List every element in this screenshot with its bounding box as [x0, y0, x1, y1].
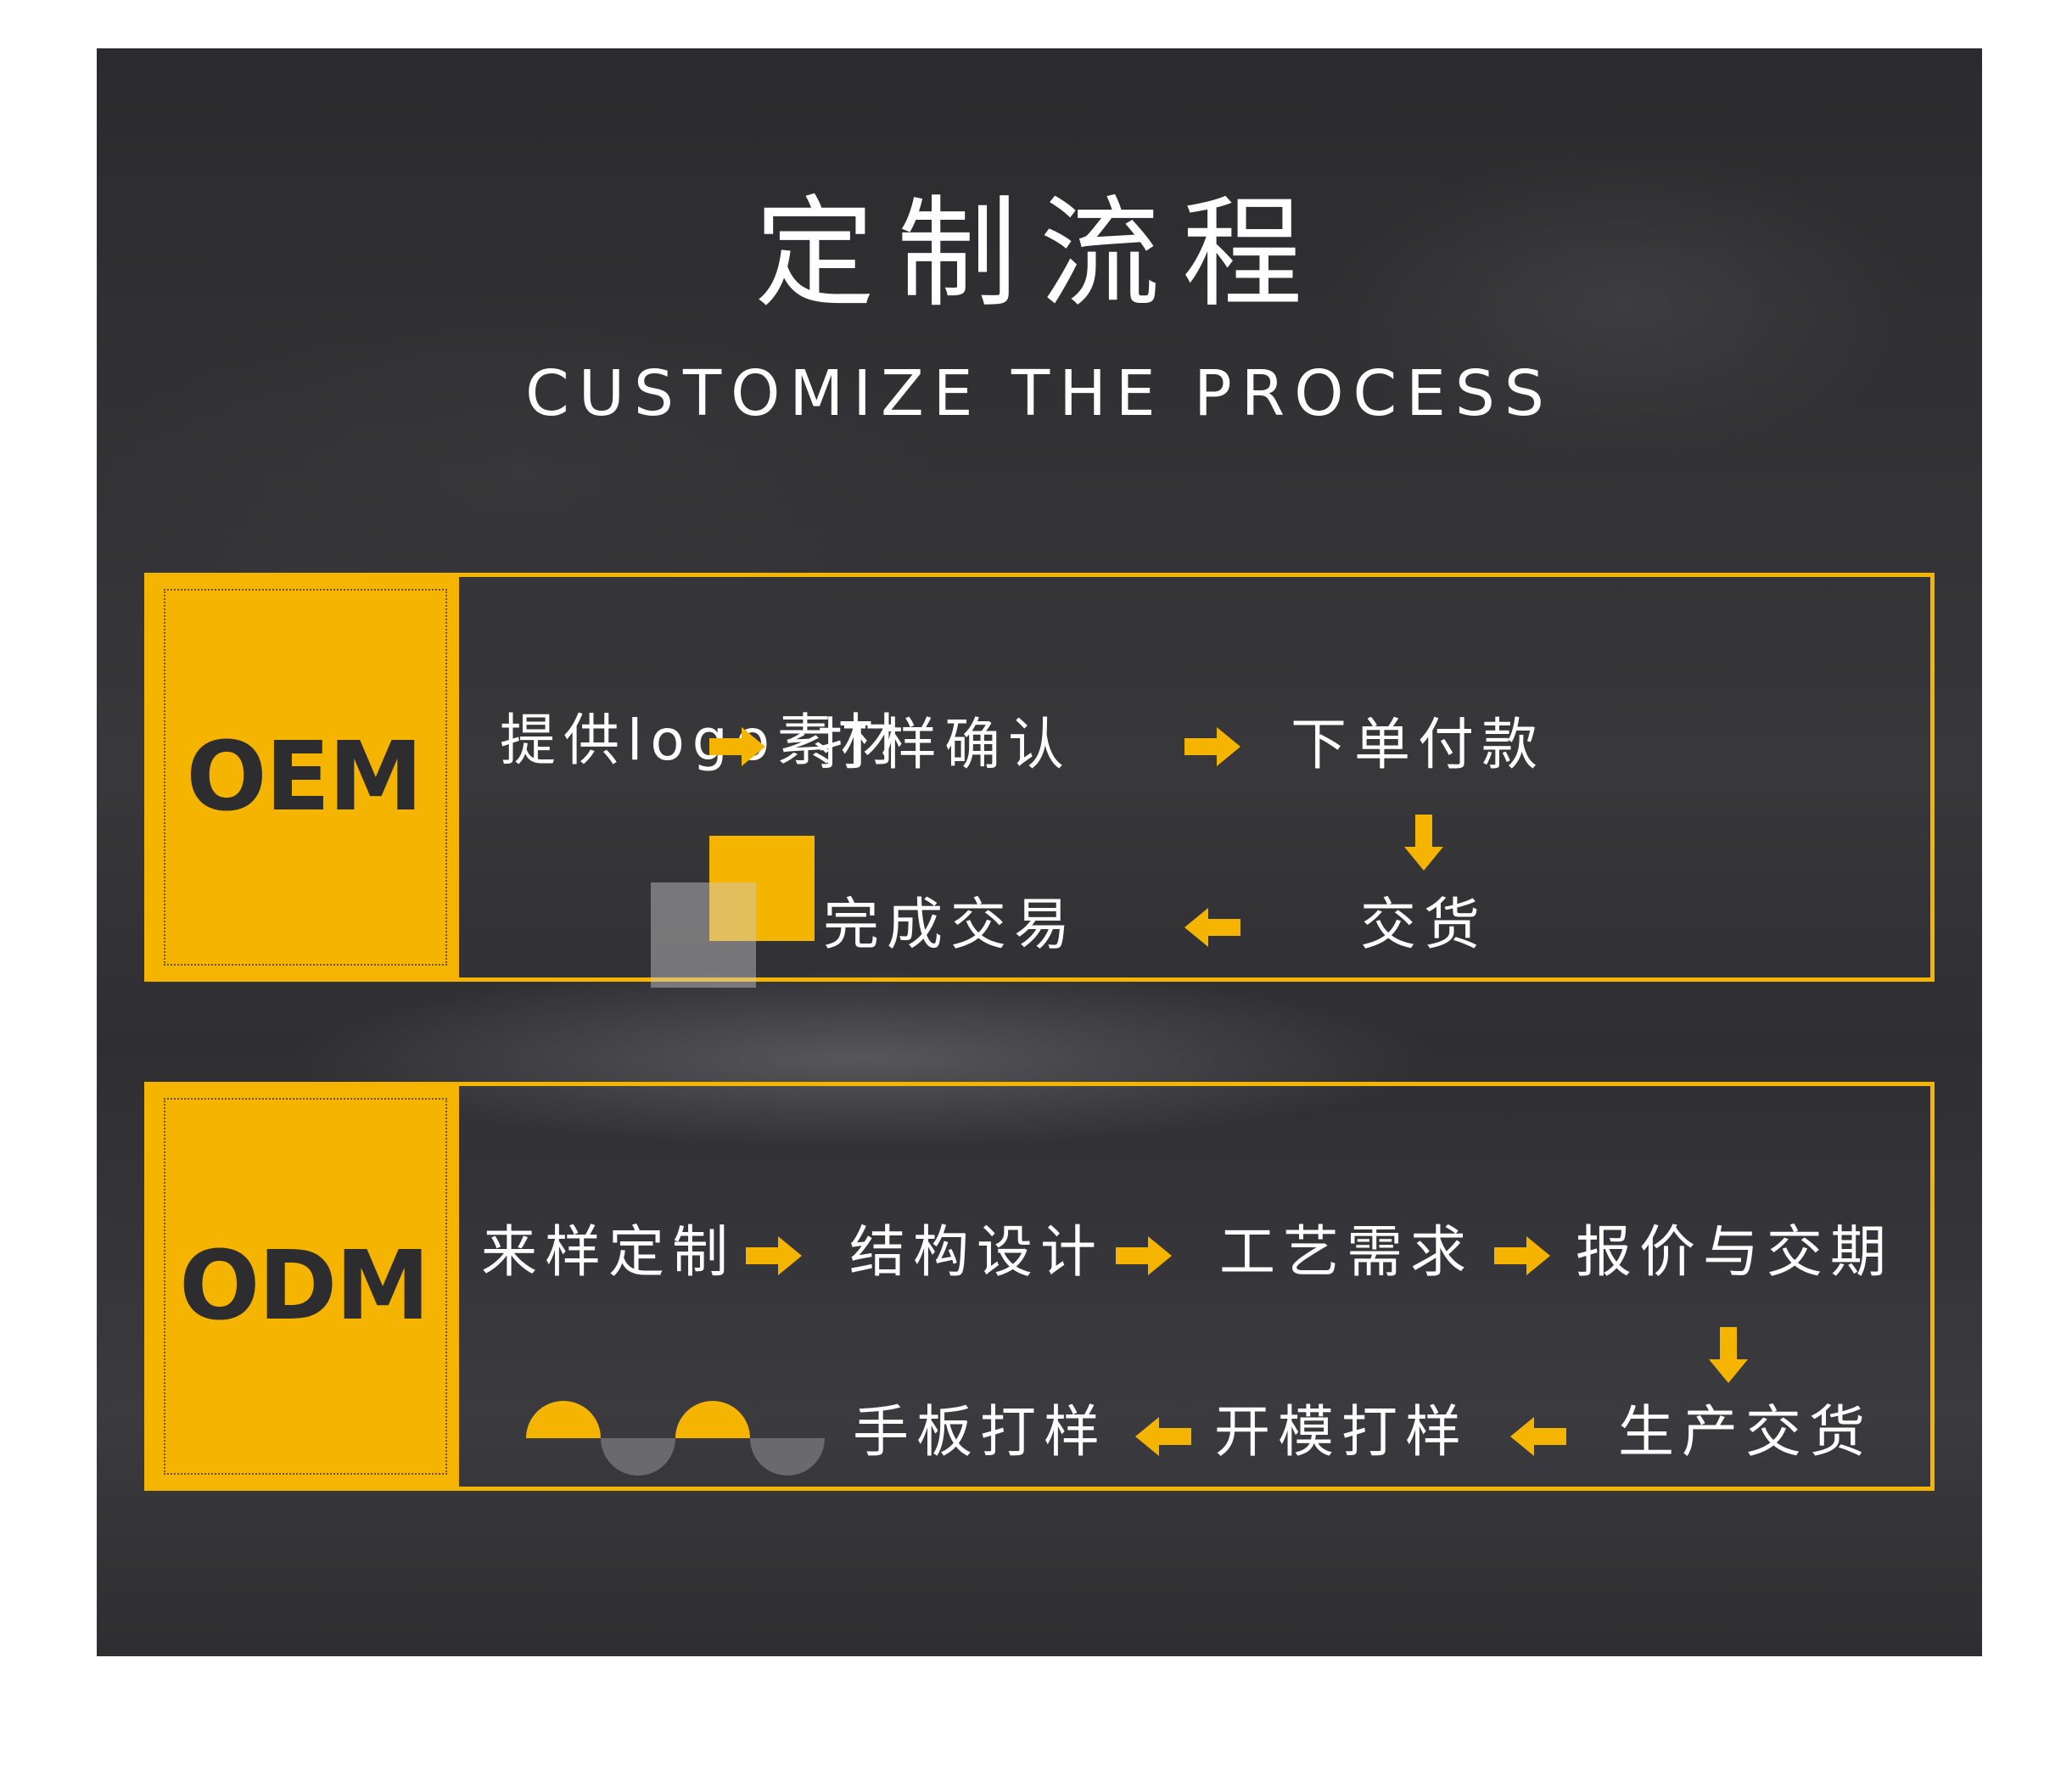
arrow-right-icon	[746, 1236, 802, 1275]
oem-step-order-payment: 下单付款	[1291, 712, 1545, 777]
oem-label: OEM	[186, 722, 423, 832]
oem-badge: OEM	[148, 577, 459, 977]
odm-step-quote-delivery-date: 报价与交期	[1576, 1219, 1894, 1285]
odm-step-structure-design: 结构设计	[849, 1219, 1104, 1285]
odm-step-production-delivery: 生产交货	[1618, 1399, 1873, 1465]
oem-step-complete-deal: 完成交易	[823, 892, 1078, 957]
gray-square-decoration	[651, 882, 756, 988]
odm-badge-dotted-border	[164, 1098, 447, 1475]
oem-section: OEM 提供logo素材 打样确认 下单付款 交货 完成交易	[144, 573, 1935, 988]
oem-badge-dotted-border	[164, 589, 447, 966]
yellow-square-decoration	[709, 836, 815, 941]
arrow-right-icon	[1494, 1236, 1550, 1275]
arrow-left-icon	[1135, 1417, 1191, 1456]
odm-label: ODM	[179, 1231, 430, 1341]
arrow-down-icon	[1709, 1327, 1748, 1383]
oem-step-sample-confirm: 打样确认	[817, 712, 1072, 777]
arrow-left-icon	[1184, 908, 1240, 947]
arrow-left-icon	[1510, 1417, 1566, 1456]
process-panel: 定制流程 CUSTOMIZE THE PROCESS OEM 提供logo素材 …	[97, 48, 1982, 1656]
odm-section: ODM 来样定制 结构设计 工艺需求 报价与交期 生产交货 开模打样 手板打样	[144, 1082, 1935, 1491]
page-subtitle: CUSTOMIZE THE PROCESS	[525, 357, 1554, 430]
oem-step-delivery: 交货	[1360, 892, 1487, 957]
odm-badge: ODM	[148, 1086, 459, 1487]
arrow-right-icon	[1116, 1236, 1172, 1275]
oem-step-provide-logo: 提供logo素材	[500, 708, 904, 773]
odm-step-prototype-sample: 手板打样	[853, 1399, 1107, 1465]
arrow-down-icon	[1404, 815, 1443, 871]
odm-step-craft-requirements: 工艺需求	[1219, 1219, 1474, 1285]
semicircle-wave-decoration	[526, 1401, 825, 1476]
odm-step-mold-sample: 开模打样	[1214, 1399, 1469, 1465]
arrow-right-icon	[709, 727, 765, 766]
odm-step-sample-custom: 来样定制	[481, 1219, 736, 1285]
arrow-right-icon	[1184, 727, 1240, 766]
page-title: 定制流程	[754, 184, 1324, 324]
